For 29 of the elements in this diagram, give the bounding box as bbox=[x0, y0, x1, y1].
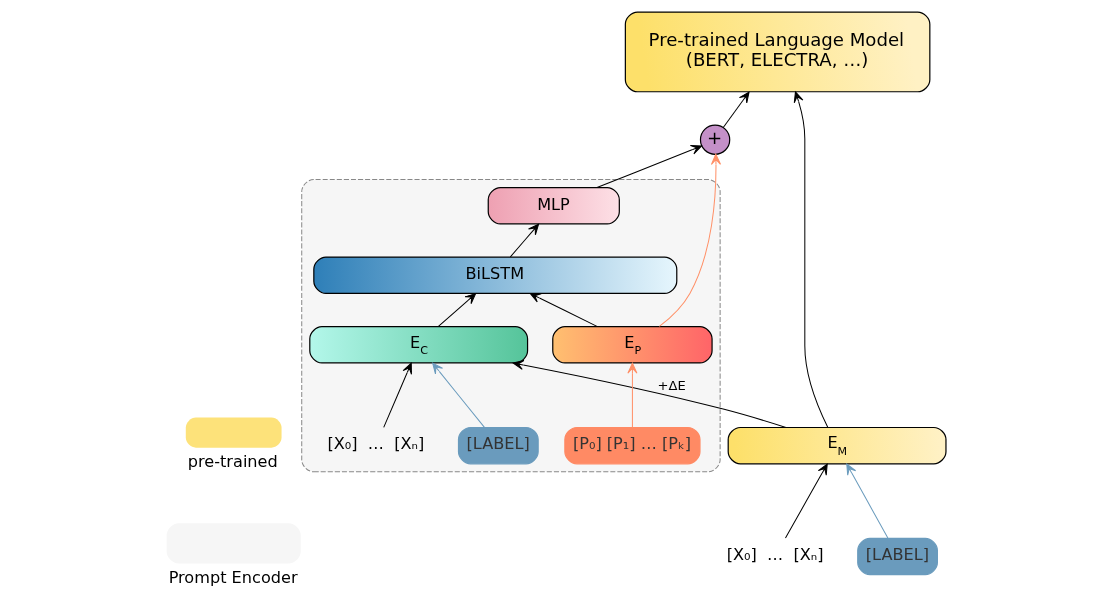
arrow bbox=[431, 362, 485, 428]
arrow bbox=[658, 153, 721, 327]
arrow bbox=[596, 145, 702, 189]
arrow bbox=[784, 463, 828, 539]
arrow bbox=[722, 91, 750, 128]
arrow bbox=[437, 293, 476, 327]
node-box: MLP bbox=[487, 186, 620, 225]
node-box: [LABEL] bbox=[457, 426, 539, 465]
arrow bbox=[793, 91, 828, 428]
node-box: [P₀] [P₁] … [Pₖ] bbox=[563, 426, 701, 465]
node-box: E$_{P}$ bbox=[551, 326, 713, 364]
arrow bbox=[509, 223, 539, 258]
arrow bbox=[512, 359, 786, 428]
node-box: Pre-trained Language Model (BERT, ELECTRA, …) bbox=[624, 11, 930, 93]
node-box: BiLSTM bbox=[312, 256, 677, 294]
node-text: [X₀] … [Xₙ] bbox=[726, 545, 823, 565]
arrow bbox=[626, 362, 637, 428]
arrow bbox=[529, 292, 598, 328]
edge-label: +ΔE bbox=[657, 377, 686, 393]
cluster bbox=[300, 178, 721, 473]
node-box: [LABEL] bbox=[856, 537, 938, 576]
arrow bbox=[845, 463, 888, 539]
node-box: E$_{C}$ bbox=[308, 326, 528, 364]
arrow bbox=[382, 362, 412, 428]
legend-label: pre-trained bbox=[187, 451, 278, 471]
legend-label: Prompt Encoder bbox=[168, 567, 298, 587]
node-box: E$_{M}$ bbox=[727, 426, 947, 465]
node-text: [X₀] … [Xₙ] bbox=[326, 434, 424, 454]
node-circle: + bbox=[699, 124, 730, 155]
